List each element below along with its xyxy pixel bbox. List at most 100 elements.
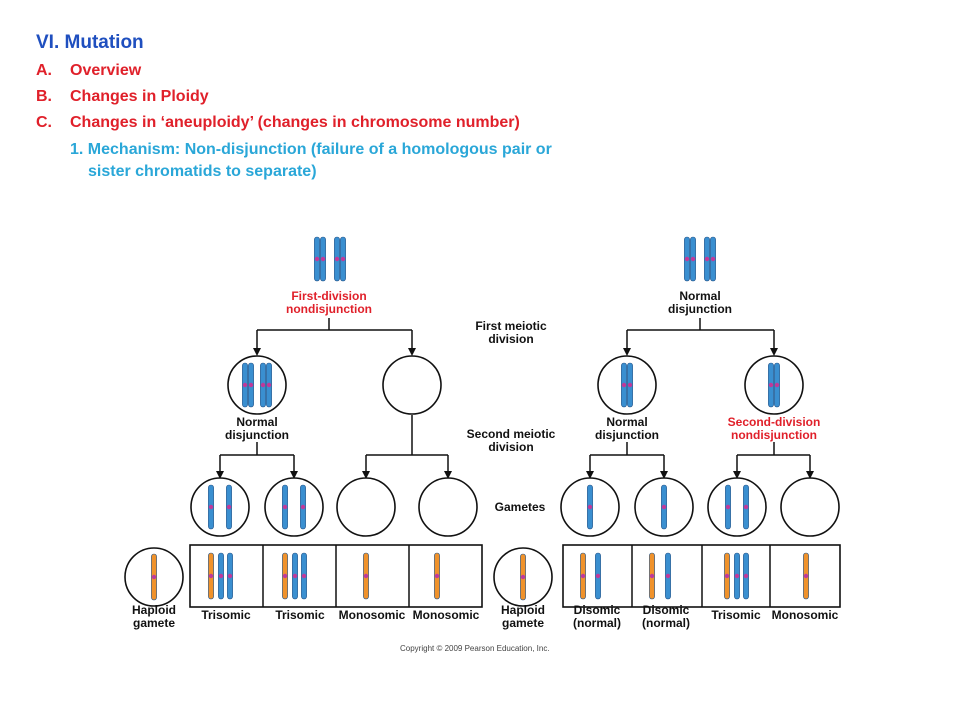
label-line: (normal) <box>573 616 621 630</box>
mechanism-line-2: sister chromatids to separate) <box>88 163 317 180</box>
label-line: Normal <box>606 415 647 429</box>
label-line: Gametes <box>495 500 546 514</box>
slide-title: VI. Mutation <box>36 32 144 53</box>
centromere <box>227 573 233 579</box>
centromere <box>208 504 214 510</box>
label-line: Monosomic <box>772 608 839 622</box>
label-line: division <box>488 332 533 346</box>
centromere <box>226 504 232 510</box>
centromere <box>218 573 224 579</box>
label-line: Second-division <box>728 415 821 429</box>
label-line: Trisomic <box>711 608 761 622</box>
centromere <box>292 573 298 579</box>
diagram-label: Disomic(normal) <box>573 603 621 630</box>
label-line: Second meiotic <box>467 427 556 441</box>
centromere <box>300 504 306 510</box>
label-line: nondisjunction <box>286 302 372 316</box>
centromere <box>320 256 326 262</box>
cell-circle <box>264 477 324 537</box>
label-line: Normal <box>236 415 277 429</box>
diagram-label: Trisomic <box>201 608 251 622</box>
label-line: disjunction <box>668 302 732 316</box>
label-line: Trisomic <box>201 608 251 622</box>
cell-circle <box>597 355 657 415</box>
cell-circle <box>336 477 396 537</box>
diagram-label: Monosomic <box>339 608 406 622</box>
diagram-label: Trisomic <box>711 608 761 622</box>
centromere <box>684 256 690 262</box>
centromere <box>434 573 440 579</box>
label-line: Trisomic <box>275 608 325 622</box>
diagram-label: Monosomic <box>772 608 839 622</box>
centromere <box>363 573 369 579</box>
centromere <box>774 382 780 388</box>
centromere <box>587 504 593 510</box>
centromere <box>743 504 749 510</box>
diagram-shapes <box>124 236 841 608</box>
centromere <box>266 382 272 388</box>
label-line: disjunction <box>225 428 289 442</box>
centromere <box>595 573 601 579</box>
cell-circle <box>744 355 804 415</box>
centromere <box>661 504 667 510</box>
item-b-letter: B. <box>36 88 52 105</box>
label-line: Disomic <box>574 603 621 617</box>
label-line: Haploid <box>501 603 545 617</box>
centromere <box>621 382 627 388</box>
centromere <box>580 573 586 579</box>
cell-circle <box>190 477 250 537</box>
centromere <box>282 573 288 579</box>
label-line: Haploid <box>132 603 176 617</box>
cell-circle <box>707 477 767 537</box>
label-line: Monosomic <box>339 608 406 622</box>
label-line: gamete <box>502 616 544 630</box>
item-c-text: Changes in ‘aneuploidy’ (changes in chro… <box>70 114 520 131</box>
diagram-label: Gametes <box>495 500 546 514</box>
cell-circle <box>780 477 840 537</box>
cell-circle <box>382 355 442 415</box>
label-line: (normal) <box>642 616 690 630</box>
label-line: gamete <box>133 616 175 630</box>
centromere <box>151 574 157 580</box>
centromere <box>710 256 716 262</box>
cell-circle <box>227 355 287 415</box>
diagram-label: Trisomic <box>275 608 325 622</box>
item-c: C. Changes in ‘aneuploidy’ (changes in ch… <box>36 114 520 132</box>
centromere <box>248 382 254 388</box>
item-a: A.Overview <box>36 62 141 80</box>
item-b-text: Changes in Ploidy <box>70 88 209 105</box>
centromere <box>520 574 526 580</box>
item-b: B. Changes in Ploidy <box>36 88 209 106</box>
centromere <box>260 382 266 388</box>
label-line: First-division <box>291 289 366 303</box>
centromere <box>627 382 633 388</box>
diagram-label: Monosomic <box>413 608 480 622</box>
centromere <box>803 573 809 579</box>
item-c-letter: C. <box>36 114 52 131</box>
mechanism-line-1: 1. Mechanism: Non-disjunction (failure o… <box>70 141 552 158</box>
label-line: division <box>488 440 533 454</box>
centromere <box>282 504 288 510</box>
centromere <box>242 382 248 388</box>
label-line: Normal <box>679 289 720 303</box>
cell-circle <box>418 477 478 537</box>
label-line: First meiotic <box>475 319 547 333</box>
centromere <box>314 256 320 262</box>
label-line: disjunction <box>595 428 659 442</box>
copyright-notice: Copyright © 2009 Pearson Education, Inc. <box>400 644 550 653</box>
centromere <box>649 573 655 579</box>
centromere <box>704 256 710 262</box>
diagram-label: Disomic(normal) <box>642 603 690 630</box>
centromere <box>334 256 340 262</box>
centromere <box>665 573 671 579</box>
label-line: nondisjunction <box>731 428 817 442</box>
item-a-letter: A. <box>36 62 52 79</box>
centromere <box>725 504 731 510</box>
